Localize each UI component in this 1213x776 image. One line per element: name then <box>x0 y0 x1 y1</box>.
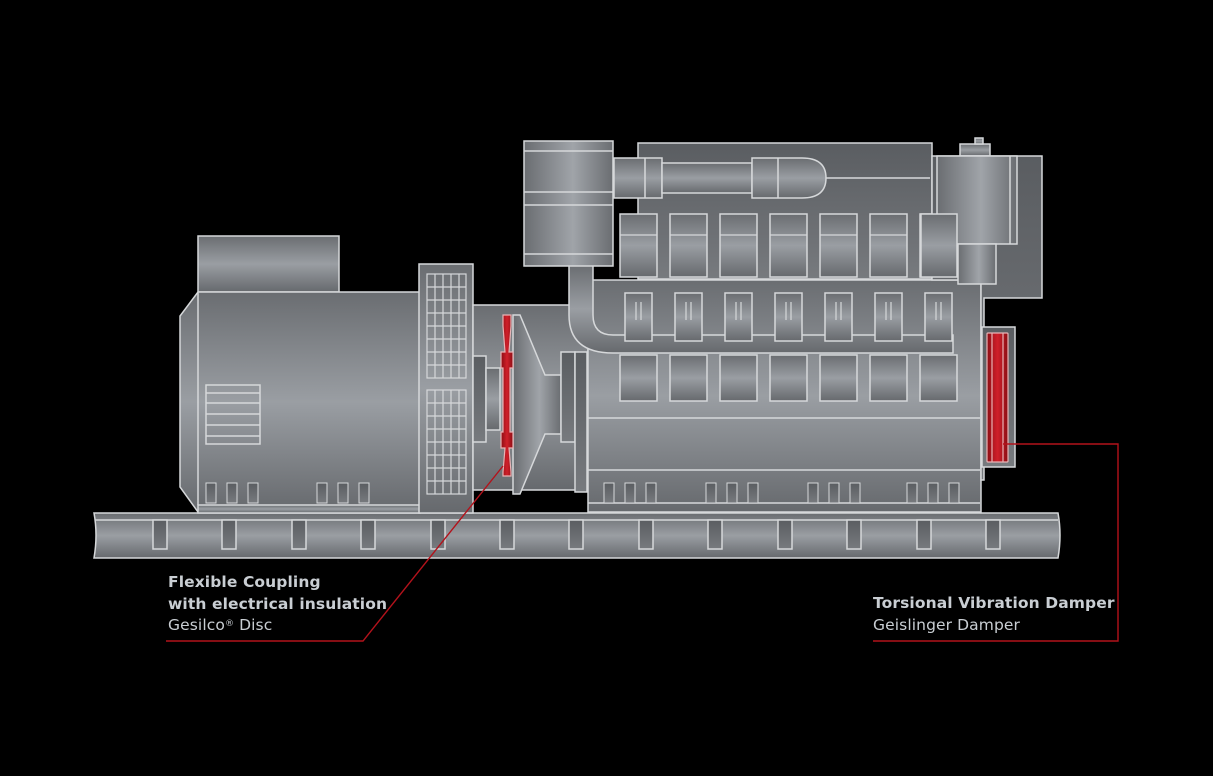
generator <box>179 235 474 514</box>
damper-leader-line <box>873 443 1119 642</box>
damper-subtitle: Geislinger Damper <box>873 615 1021 634</box>
coupling-subtitle: Gesilco® Disc <box>168 615 387 637</box>
coupling-brand: Gesilco <box>168 616 225 634</box>
coupling-callout: Flexible Coupling with electrical insula… <box>168 572 387 637</box>
coupling-leader-line <box>166 465 504 642</box>
air-filter <box>523 140 614 267</box>
exhaust-manifold <box>568 264 954 354</box>
coupling-subtitle-rest: Disc <box>234 616 273 634</box>
diesel-engine <box>523 137 1043 513</box>
damper-title: Torsional Vibration Damper <box>873 594 1115 612</box>
registered-mark: ® <box>224 619 235 629</box>
coupling-title-line2: with electrical insulation <box>168 594 388 613</box>
gesilco-disc-highlight <box>500 314 514 477</box>
coupling-title-line1: Flexible Coupling <box>168 573 321 591</box>
coupling-housing <box>472 304 589 495</box>
damper-callout: Torsional Vibration Damper Geislinger Da… <box>873 593 1115 636</box>
torsional-damper-highlight <box>986 332 1009 463</box>
base-frame <box>93 512 1061 559</box>
